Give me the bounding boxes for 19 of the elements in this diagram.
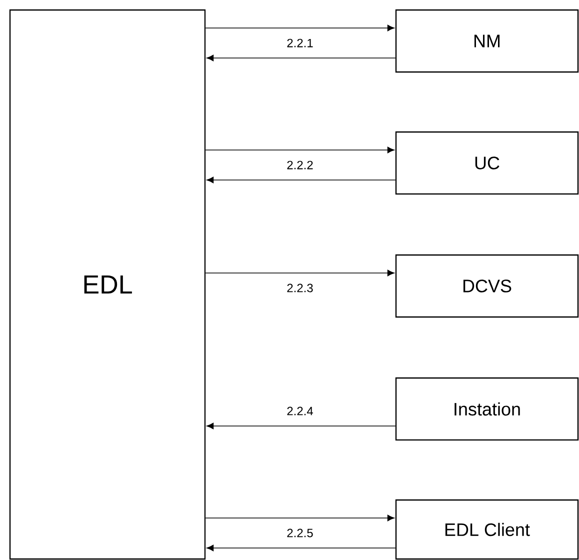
arrow bbox=[206, 54, 396, 62]
edge-label: 2.2.4 bbox=[286, 406, 314, 416]
edge-label: 2.2.2 bbox=[286, 160, 314, 170]
arrow bbox=[206, 544, 396, 552]
edge-label: 2.2.5 bbox=[286, 528, 314, 538]
component-box: NM bbox=[395, 9, 579, 73]
edge-label: 2.2.1 bbox=[286, 38, 314, 48]
edge-label: 2.2.3 bbox=[286, 282, 314, 294]
component-box: UC bbox=[395, 131, 579, 195]
component-box: DCVS bbox=[395, 254, 579, 318]
arrow bbox=[206, 176, 396, 184]
component-box: EDL Client bbox=[395, 499, 579, 560]
arrow bbox=[205, 514, 394, 522]
component-box: EDL bbox=[9, 9, 206, 560]
component-box: Instation bbox=[395, 377, 579, 441]
arrow bbox=[205, 270, 394, 276]
arrow bbox=[205, 146, 394, 154]
arrow bbox=[205, 24, 394, 32]
arrow bbox=[206, 422, 396, 430]
